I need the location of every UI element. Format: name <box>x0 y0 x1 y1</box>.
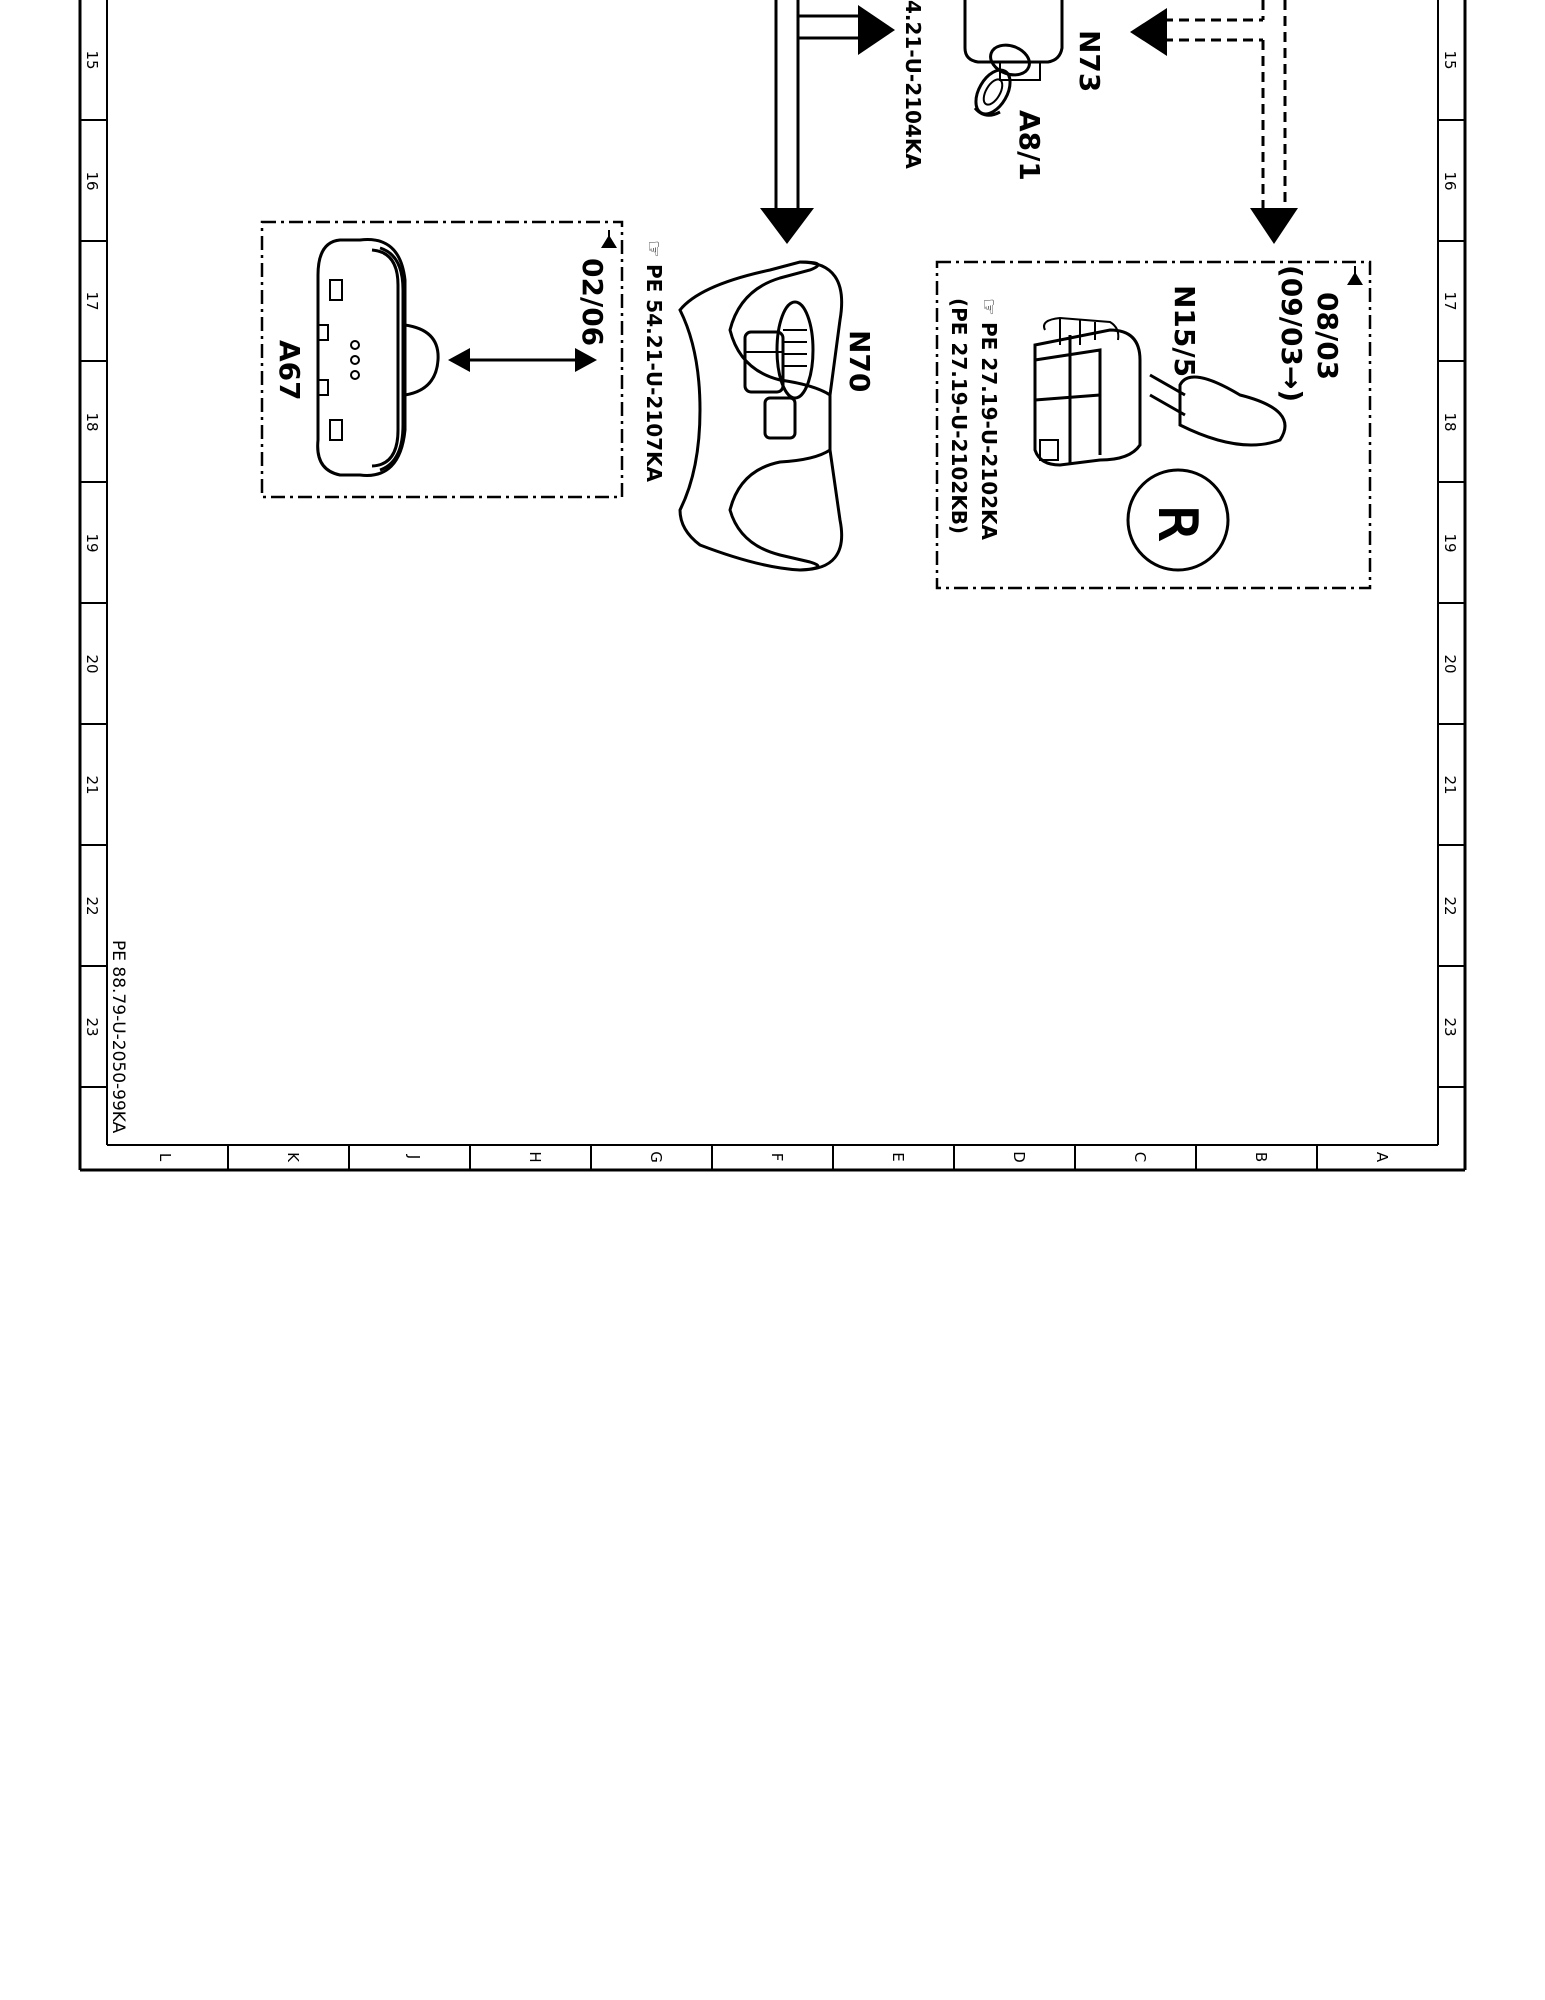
dashed-line-to-n15-5 <box>1130 0 1298 244</box>
column-letter: E <box>889 1152 907 1161</box>
column-letter: A <box>1373 1152 1391 1163</box>
partial-reference: 4.21-U-2104KA <box>901 0 925 169</box>
column-letter: C <box>1131 1152 1149 1162</box>
column-letter: H <box>526 1151 544 1162</box>
row-number: 22 <box>1441 896 1459 915</box>
reverse-gear-icon: R <box>1126 468 1230 572</box>
row-numbers-right: 15 16 17 18 19 20 21 22 23 <box>1441 50 1459 1036</box>
column-letters: L K J H G F E D C B A <box>156 1151 1391 1163</box>
row-ticks <box>80 119 1465 1088</box>
arrow-right-icon <box>1347 272 1363 285</box>
column-ticks <box>227 1145 1318 1170</box>
row-number: 19 <box>83 533 101 552</box>
row-number: 17 <box>1441 291 1459 310</box>
n15-5-selector-lever <box>1033 316 1287 467</box>
column-letter: F <box>768 1153 786 1162</box>
document-number: PE 88.79-U-2050-99KA <box>108 940 128 1134</box>
row-number: 18 <box>83 412 101 431</box>
row-number: 22 <box>83 896 101 915</box>
a67-rearview-mirror <box>316 238 440 477</box>
row-number: 21 <box>1441 775 1459 794</box>
n15-5-date-range-1: 08/03 <box>1311 292 1344 380</box>
a67-n70-link <box>448 348 597 372</box>
drawing-frame <box>78 0 1467 1172</box>
column-letter: B <box>1252 1152 1270 1162</box>
a67-box <box>260 220 624 499</box>
n73-ignition-switch <box>963 0 1064 117</box>
n70-label: N70 <box>843 330 876 392</box>
row-number: 16 <box>83 171 101 190</box>
reverse-gear-symbol: R <box>1147 505 1207 541</box>
row-number: 19 <box>1441 533 1459 552</box>
pointing-hand-icon: ☞ <box>642 240 666 258</box>
n15-5-reference-2: (PE 27.19-U-2102KB) <box>947 298 971 534</box>
row-number: 20 <box>83 654 101 673</box>
row-numbers-left: 15 16 17 18 19 20 21 22 23 <box>83 50 101 1036</box>
column-letter: L <box>156 1153 174 1162</box>
column-letter: J <box>405 1154 423 1159</box>
column-letter: G <box>647 1151 665 1163</box>
row-number: 23 <box>83 1017 101 1036</box>
a67-date-range: 02/06 <box>576 258 609 346</box>
n15-5-box <box>935 260 1372 590</box>
n70-overhead-panel <box>678 260 844 572</box>
row-number: 16 <box>1441 171 1459 190</box>
arrow-right-icon <box>858 5 895 55</box>
n73-label: N73 <box>1073 30 1106 92</box>
n15-5-label: N15/5 <box>1168 285 1201 377</box>
row-number: 15 <box>1441 50 1459 69</box>
row-number: 15 <box>83 50 101 69</box>
n15-5-date-range-2: (09/03→) <box>1275 265 1308 402</box>
column-letter: D <box>1010 1151 1028 1163</box>
row-number: 20 <box>1441 654 1459 673</box>
row-number: 17 <box>83 291 101 310</box>
row-number: 21 <box>83 775 101 794</box>
a67-reference: PE 54.21-U-2107KA <box>642 264 666 483</box>
n15-5-reference-1: PE 27.19-U-2102KA <box>977 322 1001 541</box>
row-number: 18 <box>1441 412 1459 431</box>
row-number: 23 <box>1441 1017 1459 1036</box>
pointing-hand-icon: ☞ <box>977 298 1001 316</box>
column-letter: K <box>284 1152 302 1163</box>
bus-line-to-n70 <box>760 0 895 244</box>
arrow-right-icon <box>601 235 617 248</box>
a8-1-label: A8/1 <box>1013 110 1046 181</box>
a67-label: A67 <box>273 340 306 401</box>
